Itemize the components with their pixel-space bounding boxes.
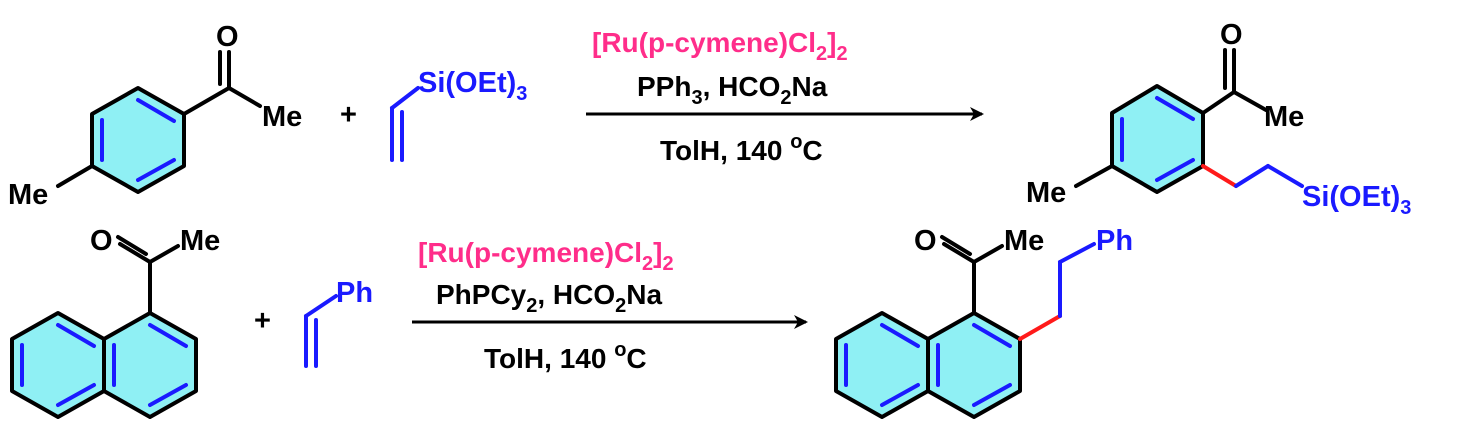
phenyl-label: Ph: [1096, 225, 1133, 257]
naphthalene-ring-right: [102, 311, 198, 419]
naphthalene-ring-right: [926, 311, 1022, 419]
new-carbon-carbon-bond: [1201, 164, 1238, 188]
carbonyl-oxygen-label: O: [90, 225, 113, 257]
solvent-temperature-label-1: TolH, 140 oC: [660, 131, 823, 166]
reactant-1-acetylnaphthalene: O Me: [10, 225, 220, 419]
plus-sign-1: +: [340, 99, 357, 131]
catalyst-label-2: [Ru(p-cymene)Cl2]2: [418, 237, 674, 275]
product-1-alkylated-acetophenone: O Me Me Si(OEt)3: [1026, 19, 1411, 219]
ligand-reductant-label-1: PPh3, HCO2Na: [637, 71, 828, 109]
acetyl-methyl-label: Me: [1264, 101, 1304, 133]
naphthalene-ring-left: [834, 311, 930, 419]
product-2-alkylated-acetylnaphthalene: O Me Ph: [834, 225, 1133, 419]
naphthalene-ring-left: [10, 311, 106, 419]
carbonyl-oxygen-label: O: [216, 21, 239, 53]
acetyl-methyl-label: Me: [1004, 225, 1044, 257]
reactant-4-methylacetophenone: O Me Me: [8, 21, 302, 211]
benzene-ring: [1110, 84, 1205, 194]
plus-sign-2: +: [254, 305, 271, 337]
acetyl-methyl-label: Me: [180, 225, 220, 257]
phenyl-label: Ph: [336, 277, 373, 309]
carbonyl-oxygen-label: O: [914, 225, 937, 257]
new-carbon-carbon-bond: [1018, 314, 1062, 341]
benzene-ring: [90, 86, 186, 194]
carbonyl-oxygen-label: O: [1220, 19, 1243, 51]
acetyl-methyl-label: Me: [262, 101, 302, 133]
reactant-styrene: Ph: [304, 277, 373, 368]
catalyst-label-1: [Ru(p-cymene)Cl2]2: [592, 27, 848, 65]
silyl-group-label: Si(OEt)3: [418, 67, 527, 105]
silyl-group-label: Si(OEt)3: [1302, 181, 1411, 219]
ligand-reductant-label-2: PhPCy2, HCO2Na: [436, 279, 663, 317]
ring-methyl-label: Me: [1026, 177, 1066, 209]
reactant-vinyltriethoxysilane: Si(OEt)3: [390, 67, 527, 162]
para-methyl-label: Me: [8, 179, 48, 211]
solvent-temperature-label-2: TolH, 140 oC: [484, 339, 647, 374]
